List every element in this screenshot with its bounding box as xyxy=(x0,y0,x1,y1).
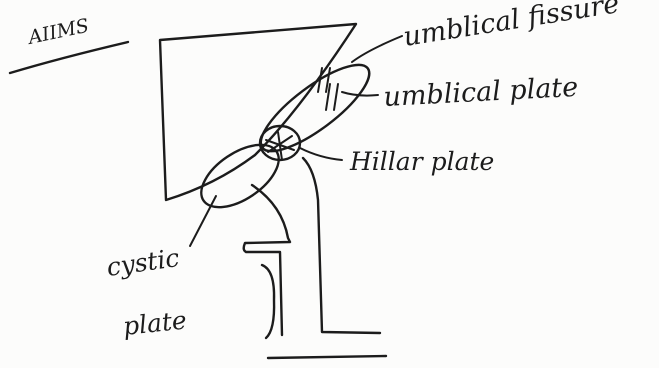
label-hilar-plate: Hillar plate xyxy=(349,147,494,176)
label-cystic-line1: cystic xyxy=(105,243,181,282)
hilar-plate-leader xyxy=(300,148,342,160)
tag-underline xyxy=(10,42,128,73)
label-umbilical-plate: umblical plate xyxy=(383,72,579,113)
label-umbilical-fissure: umblical fissure xyxy=(401,0,621,53)
umbilical-plate-marks xyxy=(326,84,338,110)
cystic-plate-leader xyxy=(190,196,216,246)
source-tag: AIIMS xyxy=(25,15,91,50)
stalk-right-outline xyxy=(303,158,380,333)
stalk-left-outline xyxy=(244,185,290,335)
stalk-inner-curve xyxy=(262,265,274,338)
base-line xyxy=(268,356,386,358)
liver-outline xyxy=(160,24,356,200)
umbilical-fissure-leader xyxy=(352,36,402,62)
label-cystic-line2: plate xyxy=(122,305,188,341)
